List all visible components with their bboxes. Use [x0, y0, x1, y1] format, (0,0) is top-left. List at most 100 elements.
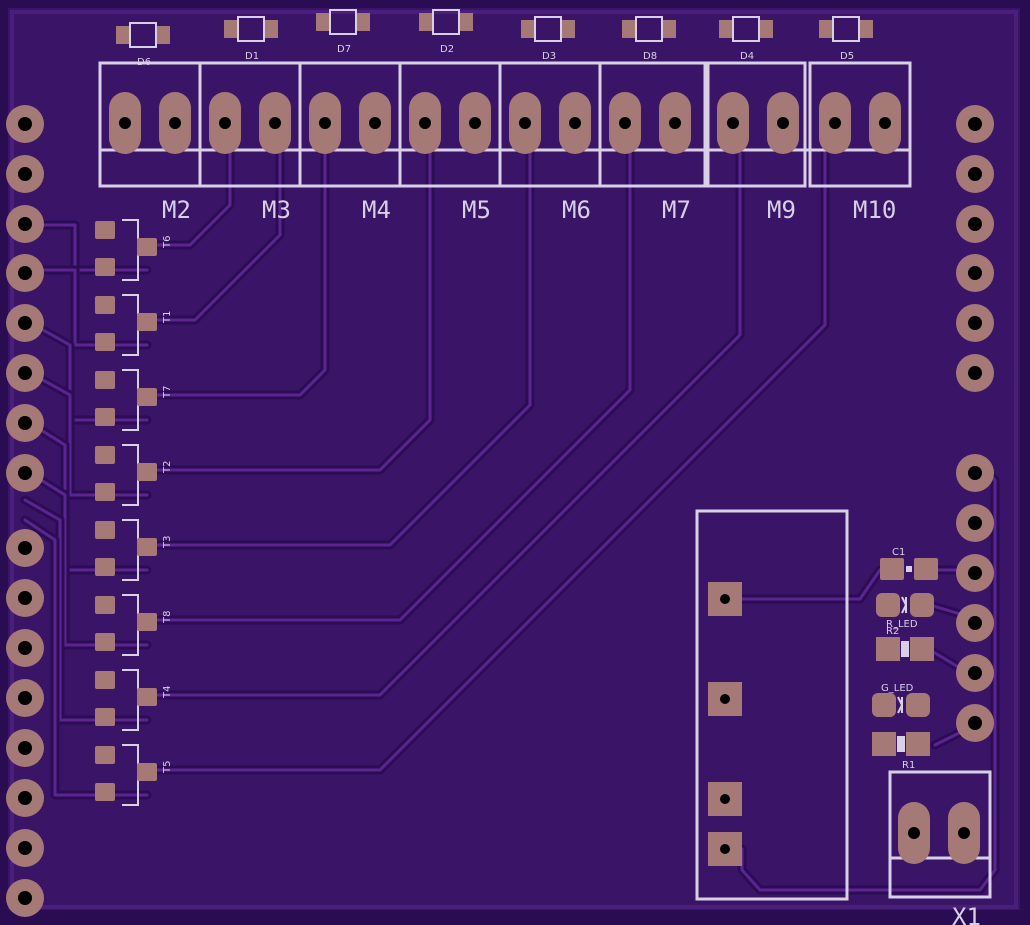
header-pin — [956, 654, 994, 692]
via-hole — [720, 594, 730, 604]
via-hole — [720, 794, 730, 804]
module-connector: M10 — [808, 61, 912, 224]
module-label: M7 — [662, 196, 691, 224]
smd-pad — [224, 20, 238, 38]
module-connector: M4 — [298, 61, 402, 224]
module-outline — [808, 61, 912, 188]
via-hole — [720, 844, 730, 854]
header-pin — [6, 105, 44, 143]
smd-diode: D7 — [316, 9, 370, 55]
smd-pad — [859, 20, 873, 38]
header-pin — [6, 629, 44, 667]
diode-body — [129, 22, 157, 48]
via-hole — [958, 827, 970, 839]
r1-label: R1 — [902, 760, 915, 771]
module-label: M5 — [462, 196, 491, 224]
transistor-label: T1 — [162, 311, 173, 324]
drill-hole — [968, 516, 982, 530]
module-label: M2 — [162, 196, 191, 224]
drill-hole — [18, 466, 32, 480]
via-hole — [879, 117, 891, 129]
via-hole — [269, 117, 281, 129]
header-pin — [956, 105, 994, 143]
drill-hole — [18, 641, 32, 655]
transistor-label: T7 — [162, 386, 173, 399]
module-label: M10 — [853, 196, 896, 224]
diode-body — [635, 16, 663, 42]
smd-pad — [316, 13, 330, 31]
smd-pad — [95, 221, 115, 239]
smd-diode: D3 — [521, 16, 575, 62]
drill-hole — [18, 741, 32, 755]
drill-hole — [968, 316, 982, 330]
drill-hole — [18, 691, 32, 705]
red-led: R_LED — [876, 593, 934, 630]
via-hole — [519, 117, 531, 129]
smd-pad — [876, 637, 900, 661]
drill-hole — [968, 366, 982, 380]
header-pin — [956, 454, 994, 492]
via-hole — [369, 117, 381, 129]
smd-pad — [459, 13, 473, 31]
resistor-r1: R1 — [872, 732, 930, 771]
header-pin — [6, 254, 44, 292]
smd-diode: D2 — [419, 9, 473, 55]
diode-label: D2 — [440, 44, 454, 55]
drill-hole — [968, 266, 982, 280]
r2-body — [901, 641, 909, 657]
smd-transistor: T2 — [95, 444, 173, 506]
led-symbol-icon — [897, 696, 904, 714]
smd-pad — [95, 746, 115, 764]
header-pin — [956, 554, 994, 592]
smd-diode: D6 — [116, 22, 170, 68]
diode-label: D8 — [643, 51, 657, 62]
header-pin — [6, 579, 44, 617]
smd-transistor: T1 — [95, 294, 173, 356]
smd-pad — [137, 388, 157, 406]
via-hole — [119, 117, 131, 129]
via-hole — [319, 117, 331, 129]
transistor-label: T5 — [162, 761, 173, 774]
smd-pad — [137, 313, 157, 331]
header-pin — [6, 205, 44, 243]
x1-outline — [888, 770, 992, 899]
copper-traces — [20, 145, 1000, 895]
transistor-label: T2 — [162, 461, 173, 474]
r1-body — [897, 736, 905, 752]
green-led: G_LED — [872, 683, 930, 717]
smd-transistor: T5 — [95, 744, 173, 806]
drill-hole — [18, 316, 32, 330]
drill-hole — [18, 541, 32, 555]
smd-pad — [759, 20, 773, 38]
smd-pad — [356, 13, 370, 31]
smd-pad — [95, 483, 115, 501]
diode-body — [237, 16, 265, 42]
header-pin — [956, 604, 994, 642]
header-pin — [6, 155, 44, 193]
diode-body — [534, 16, 562, 42]
smd-pad — [137, 763, 157, 781]
copper-trace-highlight — [145, 148, 327, 397]
smd-transistor: T8 — [95, 594, 173, 656]
drill-hole — [968, 466, 982, 480]
transistor-label: T3 — [162, 536, 173, 549]
via-hole — [569, 117, 581, 129]
smd-pad — [872, 732, 896, 756]
smd-diode: D5 — [819, 16, 873, 62]
smd-pad — [264, 20, 278, 38]
module-connector: M7 — [598, 61, 707, 224]
module-label: M3 — [262, 196, 291, 224]
smd-pad — [95, 408, 115, 426]
transistor-label: T8 — [162, 611, 173, 624]
drill-hole — [968, 666, 982, 680]
g-led-label: G_LED — [881, 683, 914, 694]
smd-pad — [95, 671, 115, 689]
smd-pad — [95, 783, 115, 801]
smd-pad — [719, 20, 733, 38]
smd-transistor: T7 — [95, 369, 173, 431]
copper-trace-highlight — [145, 148, 532, 547]
header-pin — [6, 404, 44, 442]
header-pin — [6, 779, 44, 817]
